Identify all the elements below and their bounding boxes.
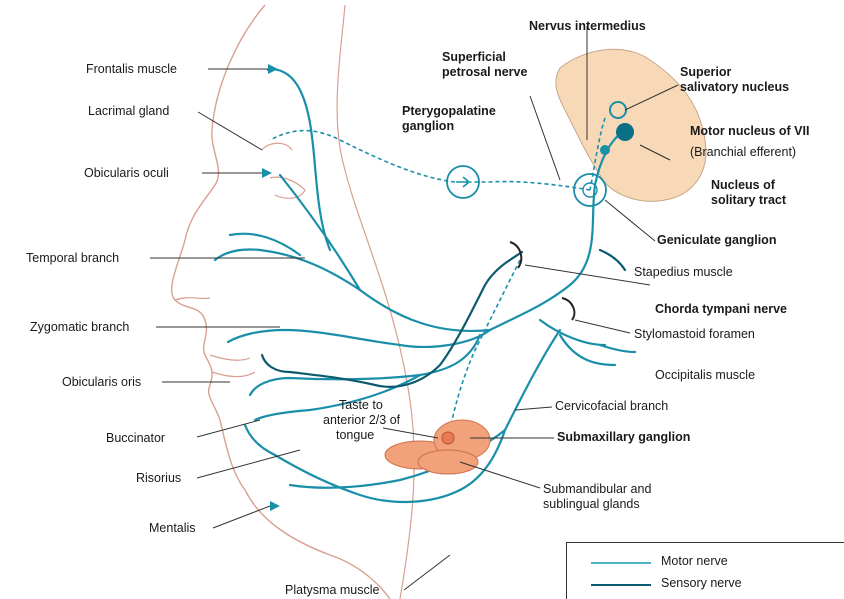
label-geniculate-ganglion: Geniculate ganglion bbox=[657, 233, 776, 248]
label-glands-line1: Submandibular and bbox=[543, 482, 651, 497]
label-mentalis: Mentalis bbox=[149, 521, 196, 536]
pterygopalatine-arrow bbox=[456, 177, 469, 187]
label-pterygopalatine-line2: ganglion bbox=[402, 119, 454, 134]
label-solitary-line2: solitary tract bbox=[711, 193, 786, 208]
label-taste-line2: anterior 2/3 of bbox=[323, 413, 400, 428]
label-occipitalis-muscle: Occipitalis muscle bbox=[655, 368, 755, 383]
label-solitary-line1: Nucleus of bbox=[711, 178, 775, 193]
label-superficial-petrosal-line1: Superficial bbox=[442, 50, 506, 65]
stylomastoid-mark bbox=[562, 298, 574, 320]
label-stylomastoid-foramen: Stylomastoid foramen bbox=[634, 327, 755, 342]
nucleus-solitary-tract bbox=[600, 145, 610, 155]
legend: Motor nerve Sensory nerve bbox=[566, 542, 844, 599]
label-zygomatic-branch: Zygomatic branch bbox=[30, 320, 129, 335]
face-outline bbox=[172, 5, 390, 599]
arrowheads bbox=[262, 64, 280, 511]
legend-motor-swatch bbox=[591, 562, 651, 564]
label-motor-nucleus-vii: Motor nucleus of VII bbox=[690, 124, 809, 139]
label-obicularis-oris: Obicularis oris bbox=[62, 375, 141, 390]
motor-nucleus-vii bbox=[616, 123, 634, 141]
label-taste-line3: tongue bbox=[336, 428, 374, 443]
label-glands-line2: sublingual glands bbox=[543, 497, 640, 512]
label-chorda-tympani: Chorda tympani nerve bbox=[655, 302, 787, 317]
label-obicularis-oculi: Obicularis oculi bbox=[84, 166, 169, 181]
label-pterygopalatine-line1: Pterygopalatine bbox=[402, 104, 496, 119]
label-temporal-branch: Temporal branch bbox=[26, 251, 119, 266]
label-lacrimal-gland: Lacrimal gland bbox=[88, 104, 169, 119]
lip-outline bbox=[210, 355, 255, 377]
label-submaxillary-ganglion: Submaxillary ganglion bbox=[557, 430, 690, 445]
legend-sensory-label: Sensory nerve bbox=[661, 576, 742, 590]
label-superior-salivatory-line1: Superior bbox=[680, 65, 731, 80]
label-risorius: Risorius bbox=[136, 471, 181, 486]
label-platysma-muscle: Platysma muscle bbox=[285, 583, 379, 598]
legend-sensory-swatch bbox=[591, 584, 651, 586]
label-stapedius-muscle: Stapedius muscle bbox=[634, 265, 733, 280]
sensory-nerve-branches bbox=[262, 250, 625, 387]
label-buccinator: Buccinator bbox=[106, 431, 165, 446]
eye-outline bbox=[262, 143, 305, 198]
label-frontalis-muscle: Frontalis muscle bbox=[86, 62, 177, 77]
label-superficial-petrosal-line2: petrosal nerve bbox=[442, 65, 527, 80]
label-nervus-intermedius: Nervus intermedius bbox=[529, 19, 646, 34]
label-branchial-efferent: (Branchial efferent) bbox=[690, 145, 796, 160]
nose-outline bbox=[175, 298, 210, 300]
label-superior-salivatory-line2: salivatory nucleus bbox=[680, 80, 789, 95]
label-taste-line1: Taste to bbox=[339, 398, 383, 413]
label-cervicofacial-branch: Cervicofacial branch bbox=[555, 399, 668, 414]
submandibular-glands bbox=[385, 420, 490, 474]
legend-motor-label: Motor nerve bbox=[661, 554, 728, 568]
